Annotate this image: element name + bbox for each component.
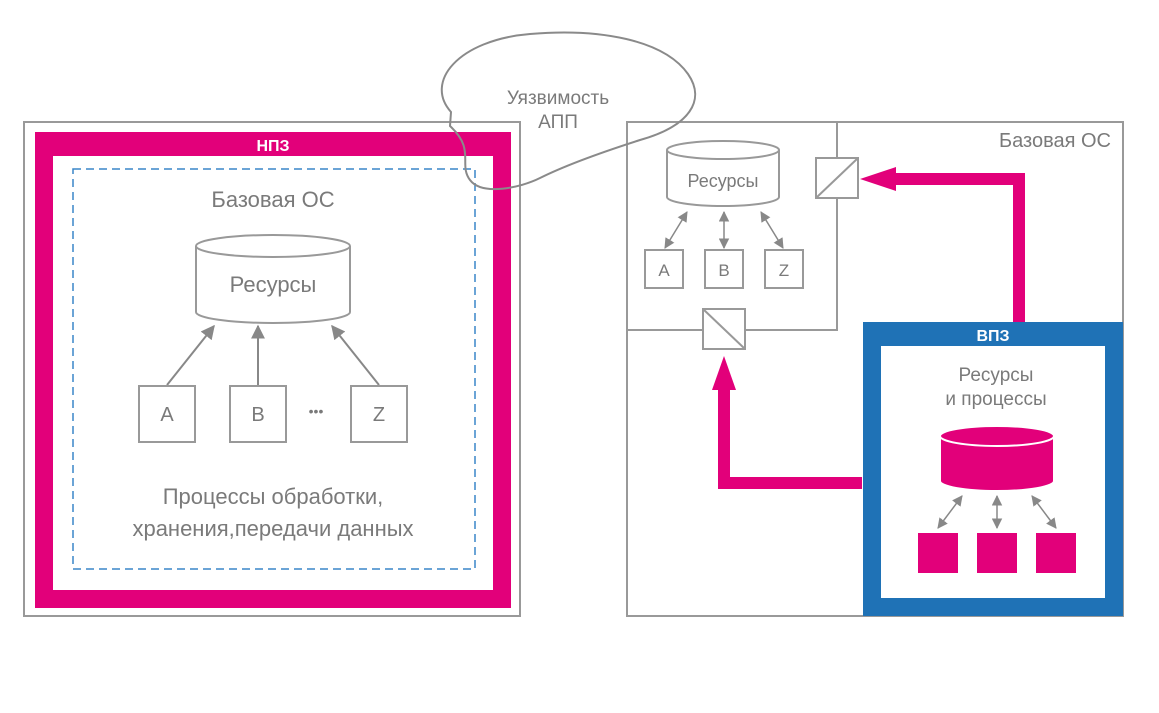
right-base-os-label: Базовая ОС [999,130,1111,152]
left-outer-frame [23,121,521,617]
cloud-line2: АПП [538,112,578,133]
left-node-z-label: Z [373,404,385,426]
vpz-arrow-1 [937,495,963,529]
vpz-resources-line2: и процессы [945,389,1046,410]
left-node-b [229,385,287,443]
vpz-label: ВПЗ [976,328,1009,345]
left-processes-line1: Процессы обработки, [163,484,384,509]
bottom-gate [702,308,746,350]
left-base-os-label: Базовая ОС [211,187,334,212]
pink-connector-top [890,173,1025,322]
pink-connector-left [718,386,862,489]
vulnerability-cloud [440,31,697,191]
vpz-arrow-3 [1031,495,1057,529]
vpz-process-3 [1036,533,1076,573]
top-gate [815,157,859,199]
right-arrow-z [760,211,784,249]
vpz-header-bar [863,322,1123,346]
right-node-b [704,249,744,289]
vpz-resources-cylinder [939,425,1055,492]
cloud-line1: Уязвимость [507,88,609,109]
right-arrow-a [664,211,688,249]
right-node-a-label: A [658,261,670,280]
left-arrow-z [331,324,380,386]
vpz-process-1 [918,533,958,573]
npz-label: НПЗ [256,138,289,155]
vpz-process-2 [977,533,1017,573]
right-resources-cylinder [666,140,780,207]
right-node-z-label: Z [779,261,789,280]
pink-arrowhead-up [712,356,736,390]
right-resources-label: Ресурсы [688,171,759,191]
left-node-a [138,385,196,443]
npz-header-bar [35,132,511,156]
right-node-a [644,249,684,289]
left-resources-label: Ресурсы [230,272,317,297]
left-resources-cylinder [195,234,351,324]
left-inner-dashed [72,168,476,570]
left-node-b-label: B [251,404,264,426]
left-node-z [350,385,408,443]
right-node-b-label: B [718,261,729,280]
left-node-a-label: A [160,404,174,426]
left-arrow-a [166,324,215,386]
pink-arrowhead-left [860,167,896,191]
left-processes-line2: хранения,передачи данных [132,516,413,541]
right-node-z [764,249,804,289]
left-ellipsis: ••• [309,403,324,419]
vpz-resources-line1: Ресурсы [959,365,1034,386]
